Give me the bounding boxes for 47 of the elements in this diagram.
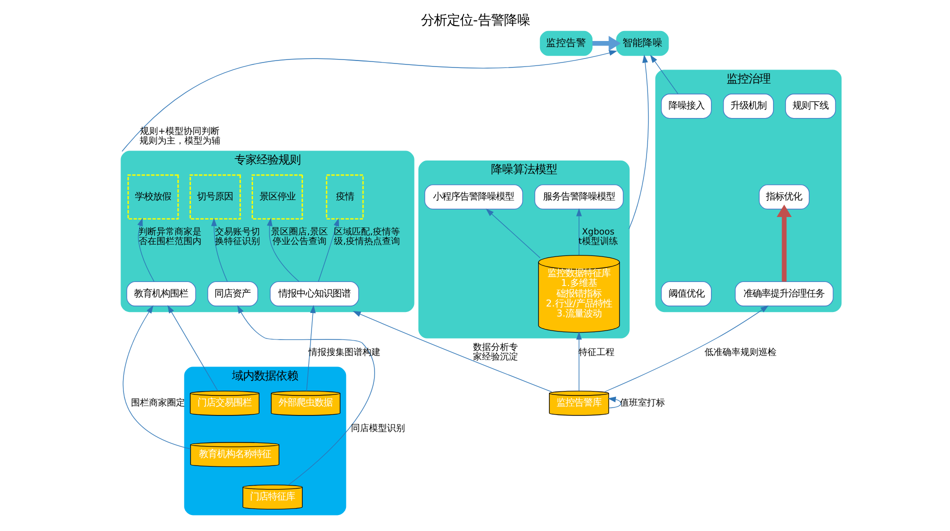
node-box: 学校放假 <box>126 174 178 220</box>
edge-label: 同店模型识别 <box>350 424 405 434</box>
arrow <box>266 218 299 282</box>
arrow <box>485 208 540 258</box>
edge-label: 判断异常商家是否在围栏范围内 <box>138 228 201 248</box>
arrow <box>604 305 768 392</box>
arrow <box>576 208 582 256</box>
edge-label: 规则+模型协同判断规则为主，模型为辅 <box>138 127 220 147</box>
node-box: 阈值优化 <box>660 281 712 306</box>
node-box: 切号原因 <box>189 174 240 220</box>
diagram-title: 分析定位-告警降噪 <box>420 12 530 28</box>
node-box: 智能降噪 <box>616 30 668 56</box>
arrow <box>210 218 228 282</box>
arrow <box>592 36 620 51</box>
node-box: 指标优化 <box>758 184 810 210</box>
edge-label: Xgboost模型训练 <box>578 228 618 248</box>
node-box: 规则下线 <box>784 94 836 119</box>
arrow <box>318 218 339 282</box>
arrow <box>122 305 190 450</box>
arrow <box>166 305 218 392</box>
arrow <box>121 50 617 152</box>
node-box: 准确率提升治理任务 <box>734 281 833 306</box>
node-box: 教育机构围栏 <box>126 281 196 306</box>
edge-label: 交易账号切换特征识别 <box>214 228 260 248</box>
arrow <box>236 305 374 486</box>
node-box: 同店资产 <box>206 281 258 306</box>
node-box: 景区停业 <box>251 174 302 220</box>
arrow <box>650 54 678 94</box>
arrow <box>136 218 154 282</box>
node-box: 疫情 <box>325 174 364 220</box>
arrow <box>576 332 582 392</box>
edge-label: 值班室打标 <box>619 398 664 409</box>
edge-label: 低准确率规则巡检 <box>704 348 776 358</box>
edge-label: 数据分析专家经验沉淀 <box>472 343 518 363</box>
node-box: 监控告警 <box>539 30 592 56</box>
arrow <box>607 396 621 408</box>
node-box: 降噪接入 <box>660 94 712 119</box>
arrow <box>352 311 552 392</box>
arrow <box>306 304 316 392</box>
edge-label: 景区圈店,景区停业公告查询 <box>270 228 328 248</box>
node-box: 服务告警降噪模型 <box>534 184 624 210</box>
edge-label: 区域匹配,疫情等级,疫情热点查询 <box>334 228 400 248</box>
node-box: 升级机制 <box>722 94 774 119</box>
node-box: 小程序告警降噪模型 <box>424 184 522 210</box>
arrow <box>628 54 648 230</box>
arrow <box>776 204 792 282</box>
node-box: 情报中心知识图谱 <box>269 281 358 306</box>
